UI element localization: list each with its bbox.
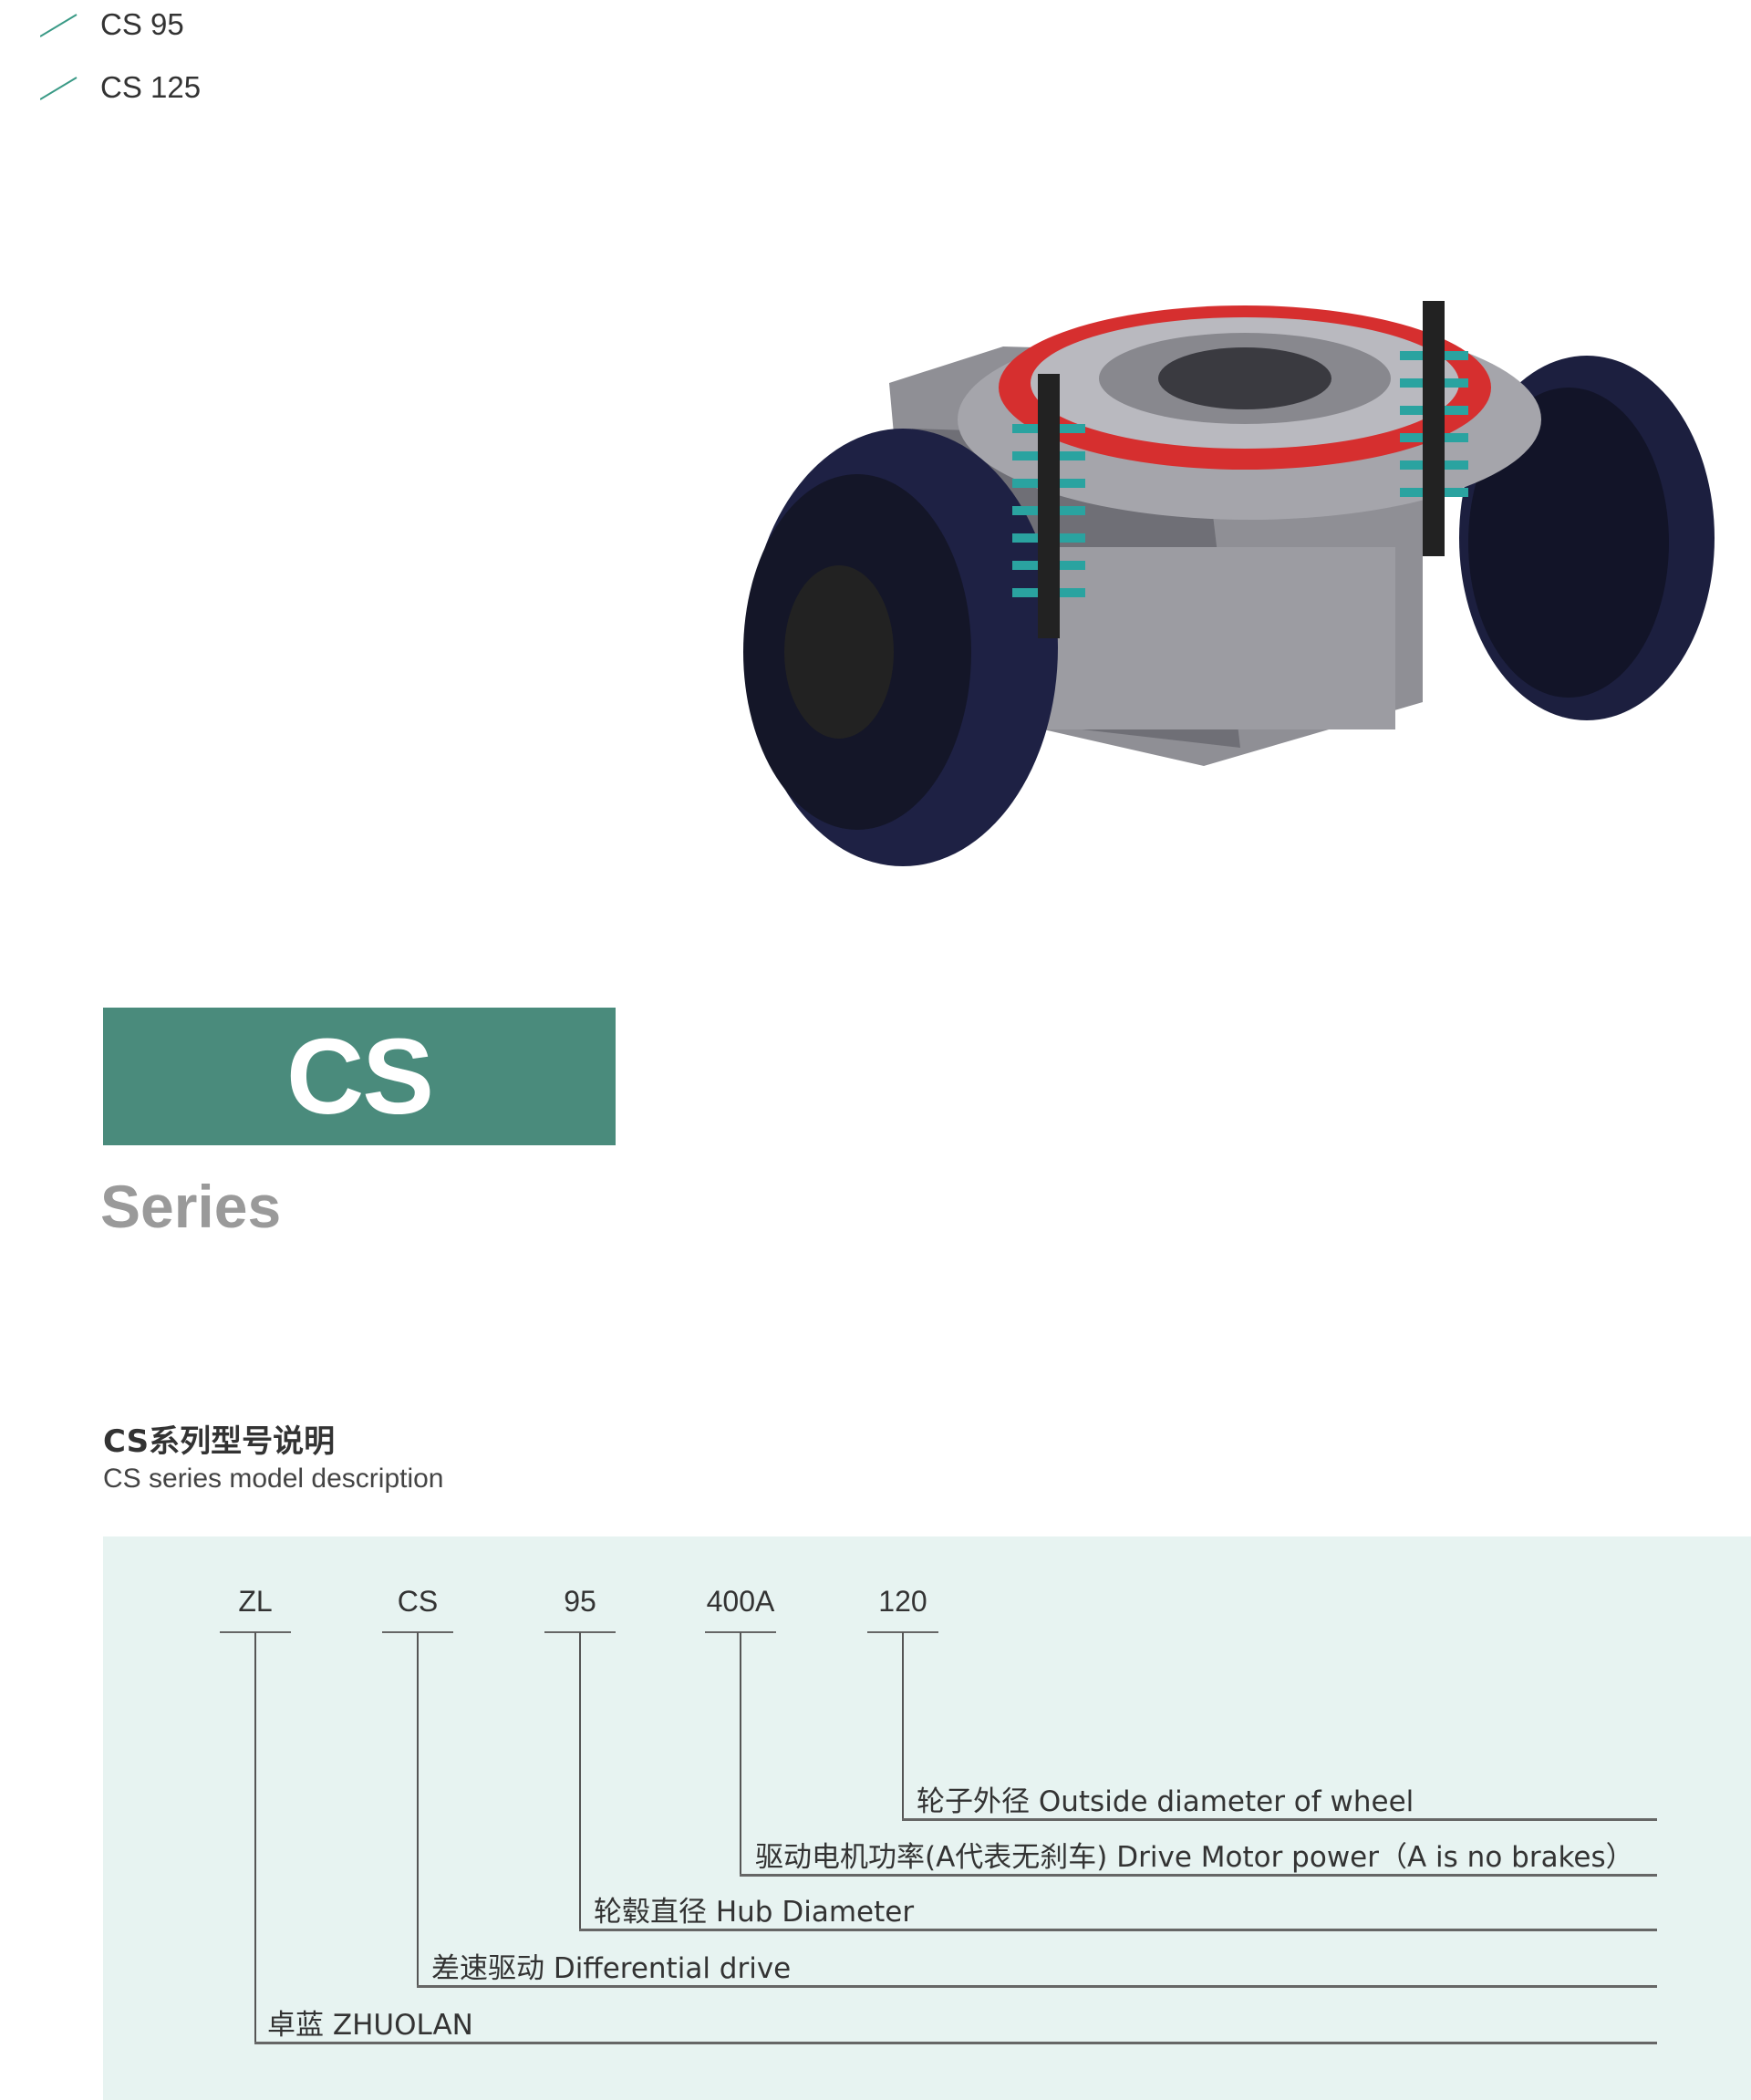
connector-line bbox=[740, 1874, 1657, 1877]
desc-wheel-diameter: 轮子外径 Outside diameter of wheel bbox=[917, 1785, 1414, 1818]
connector-line bbox=[254, 1632, 256, 2043]
code-part-zl: ZL bbox=[238, 1585, 273, 1618]
code-part-power: 400A bbox=[706, 1585, 775, 1618]
slash-icon bbox=[40, 77, 78, 100]
model-item-cs95[interactable]: CS 95 bbox=[40, 2, 184, 47]
code-part-wheel: 120 bbox=[878, 1585, 927, 1618]
connector-line bbox=[579, 1632, 581, 1930]
series-badge-title: CS bbox=[286, 1016, 434, 1137]
section-title-cn: CS系列型号说明 bbox=[103, 1423, 336, 1460]
connector-line bbox=[902, 1818, 1657, 1821]
desc-differential-drive: 差速驱动 Differential drive bbox=[431, 1952, 792, 1985]
desc-brand: 卓蓝 ZHUOLAN bbox=[267, 2009, 473, 2042]
connector-line bbox=[254, 2042, 1657, 2044]
section-title-en: CS series model description bbox=[103, 1464, 444, 1494]
desc-hub-diameter: 轮毂直径 Hub Diameter bbox=[594, 1896, 915, 1929]
connector-line bbox=[417, 1632, 419, 1987]
model-item-cs125[interactable]: CS 125 bbox=[40, 65, 201, 110]
code-part-hub: 95 bbox=[564, 1585, 596, 1618]
connector-line bbox=[579, 1929, 1657, 1931]
connector-line bbox=[902, 1632, 904, 1819]
desc-motor-power: 驱动电机功率(A代表无刹车) Drive Motor power（A is no… bbox=[755, 1841, 1634, 1874]
product-image bbox=[743, 301, 1715, 866]
model-label: CS 125 bbox=[100, 70, 202, 104]
series-badge: CS bbox=[103, 1008, 616, 1145]
model-label: CS 95 bbox=[100, 7, 184, 41]
series-subtitle: Series bbox=[100, 1173, 282, 1240]
connector-line bbox=[740, 1632, 741, 1876]
slash-icon bbox=[40, 14, 78, 37]
code-part-cs: CS bbox=[397, 1585, 439, 1618]
connector-line bbox=[417, 1985, 1657, 1988]
